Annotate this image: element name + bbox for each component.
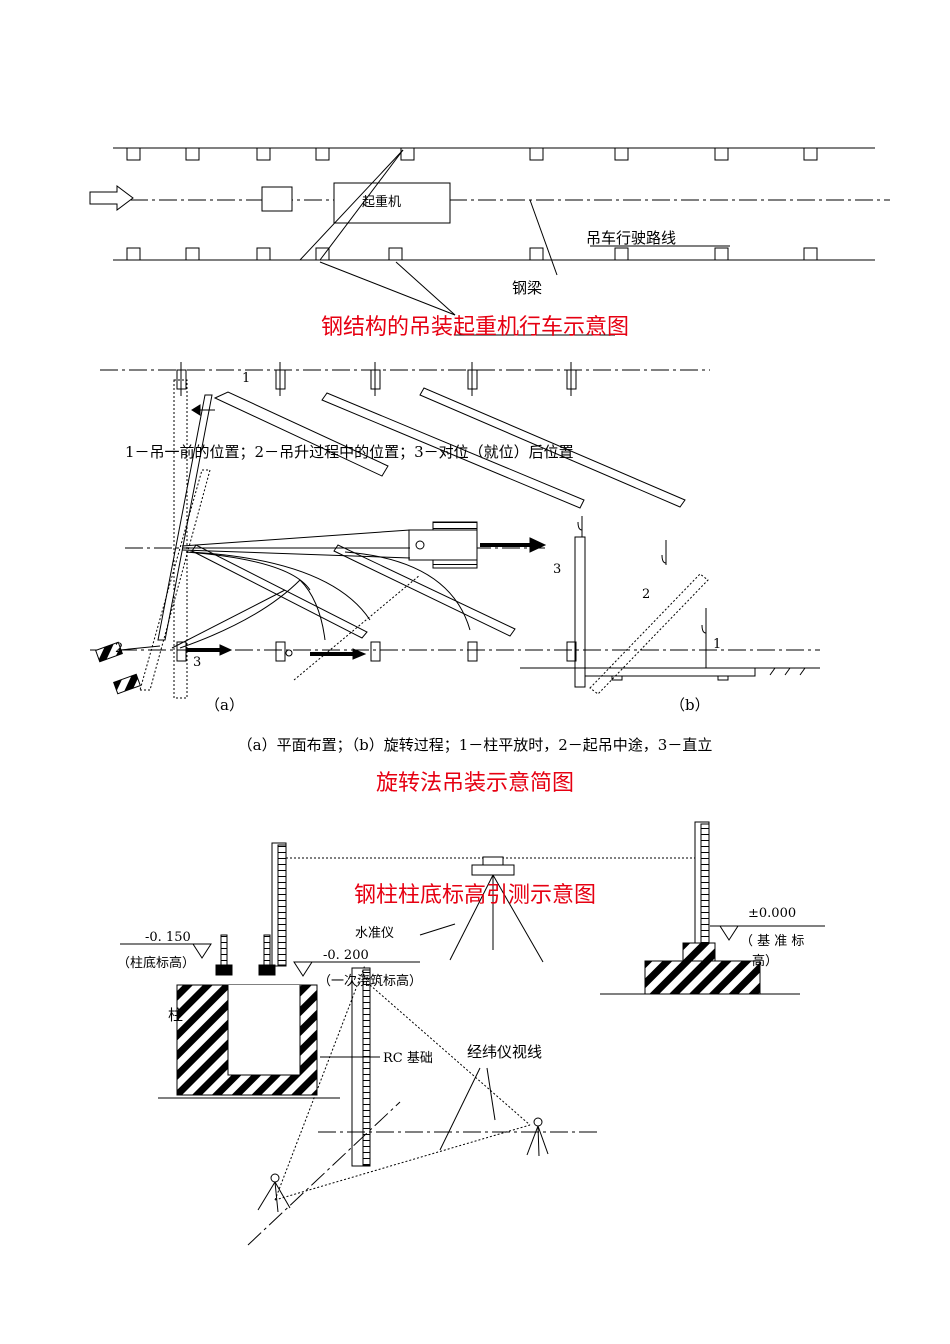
num-3-b: 3	[553, 562, 561, 577]
diagram2-title: 旋转法吊装示意简图	[376, 771, 574, 796]
crane-track-top	[432, 521, 478, 531]
columns-top-row	[126, 147, 818, 161]
crane-boom-1	[299, 149, 404, 261]
columns-bottom-row	[126, 247, 818, 261]
label-b: （b）	[670, 696, 710, 714]
crane-track-bottom	[432, 559, 478, 569]
crane-label: 起重机	[362, 194, 401, 210]
elevation-zero: ±0.000	[748, 906, 796, 921]
crane-travel-diagram	[89, 147, 890, 336]
theodolite-sight-label: 经纬仪视线	[467, 1043, 542, 1061]
label-a: （a）	[205, 696, 244, 714]
num-1-b: 1	[713, 637, 721, 652]
crane-cab	[261, 186, 293, 212]
column-dashed-vertical	[173, 379, 188, 699]
elevation-zero-label-2: 高）	[752, 953, 778, 969]
diagram2-caption: （a）平面布置；（b）旋转过程；1－柱平放时，2－起吊中途，3－直立	[238, 736, 713, 754]
crane-boom-2	[319, 149, 404, 261]
route-label: 吊车行驶路线	[586, 229, 676, 247]
beam-leader-2	[395, 261, 456, 316]
column-markers-bottom	[176, 641, 577, 662]
column-upright	[574, 536, 586, 688]
direction-arrow-icon	[89, 185, 134, 211]
num-2-b: 2	[642, 587, 650, 602]
legend-positions: 1－吊一前的位置；2－吊升过程中的位置；3－对位（就位）后位置	[125, 443, 574, 461]
level-instrument-label: 水准仪	[355, 926, 394, 941]
route-leader	[529, 199, 558, 276]
num-3-a: 3	[193, 655, 201, 670]
elevation-200: -0. 200	[323, 948, 369, 963]
num-1-top: 1	[242, 371, 250, 386]
rc-foundation-label: RC 基础	[383, 1051, 433, 1066]
column-markers-top	[176, 362, 577, 396]
tilted-columns	[139, 387, 686, 691]
beam-label: 钢梁	[512, 279, 542, 297]
column-char: 柱	[168, 1006, 183, 1024]
num-2-a: 2	[115, 641, 123, 656]
beam-leader-1	[319, 261, 456, 316]
elevation-200-label: （一次浇筑标高）	[318, 973, 422, 989]
elevation-150-label: （柱底标高）	[117, 955, 195, 971]
diagram1-title: 钢结构的吊装起重机行车示意图	[321, 315, 629, 340]
elevation-zero-label-1: （ 基 准 标	[740, 934, 804, 949]
rotation-lifting-diagram	[90, 362, 820, 699]
elevation-150: -0. 150	[145, 930, 191, 945]
diagram3-title: 钢柱柱底标高引测示意图	[354, 883, 596, 908]
elevation-survey-diagram	[120, 821, 825, 1246]
